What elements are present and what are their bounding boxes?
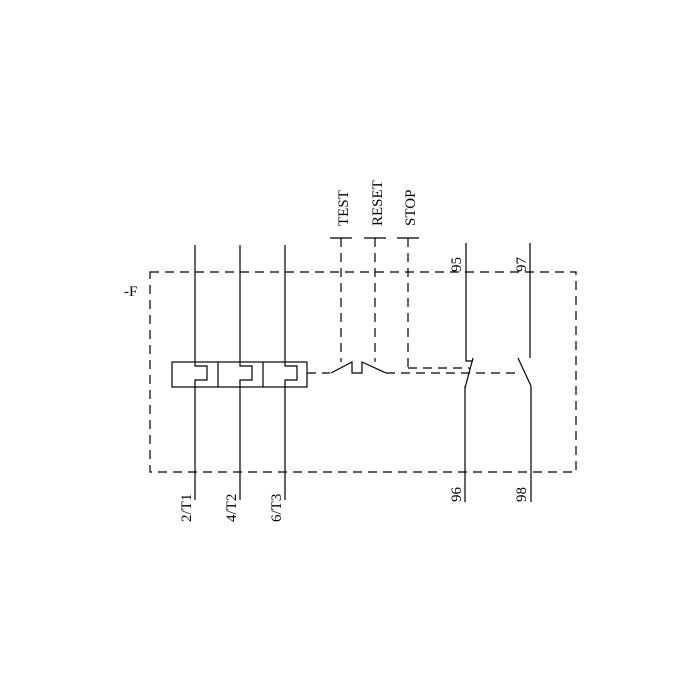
terminal-2t1-label: 2/T1 (179, 494, 195, 522)
terminal-4t2-label: 4/T2 (224, 494, 240, 522)
contact-nc-95-96 (464, 243, 474, 502)
terminal-98-label: 98 (514, 487, 530, 502)
device-boundary (149, 271, 577, 473)
contact-no-97-98 (517, 243, 532, 502)
terminal-97-label: 97 (514, 257, 530, 273)
terminal-96-label: 96 (449, 487, 465, 503)
actuator-reset-label: RESET (370, 180, 386, 226)
thermal-elements (171, 245, 308, 500)
terminal-6t3-label: 6/T3 (269, 494, 285, 522)
actuator-test-label: TEST (336, 190, 352, 226)
terminal-95-label: 95 (449, 257, 465, 272)
device-label: -F (124, 284, 137, 300)
actuator-stop-label: STOP (403, 190, 419, 226)
mechanical-linkage (307, 237, 518, 374)
